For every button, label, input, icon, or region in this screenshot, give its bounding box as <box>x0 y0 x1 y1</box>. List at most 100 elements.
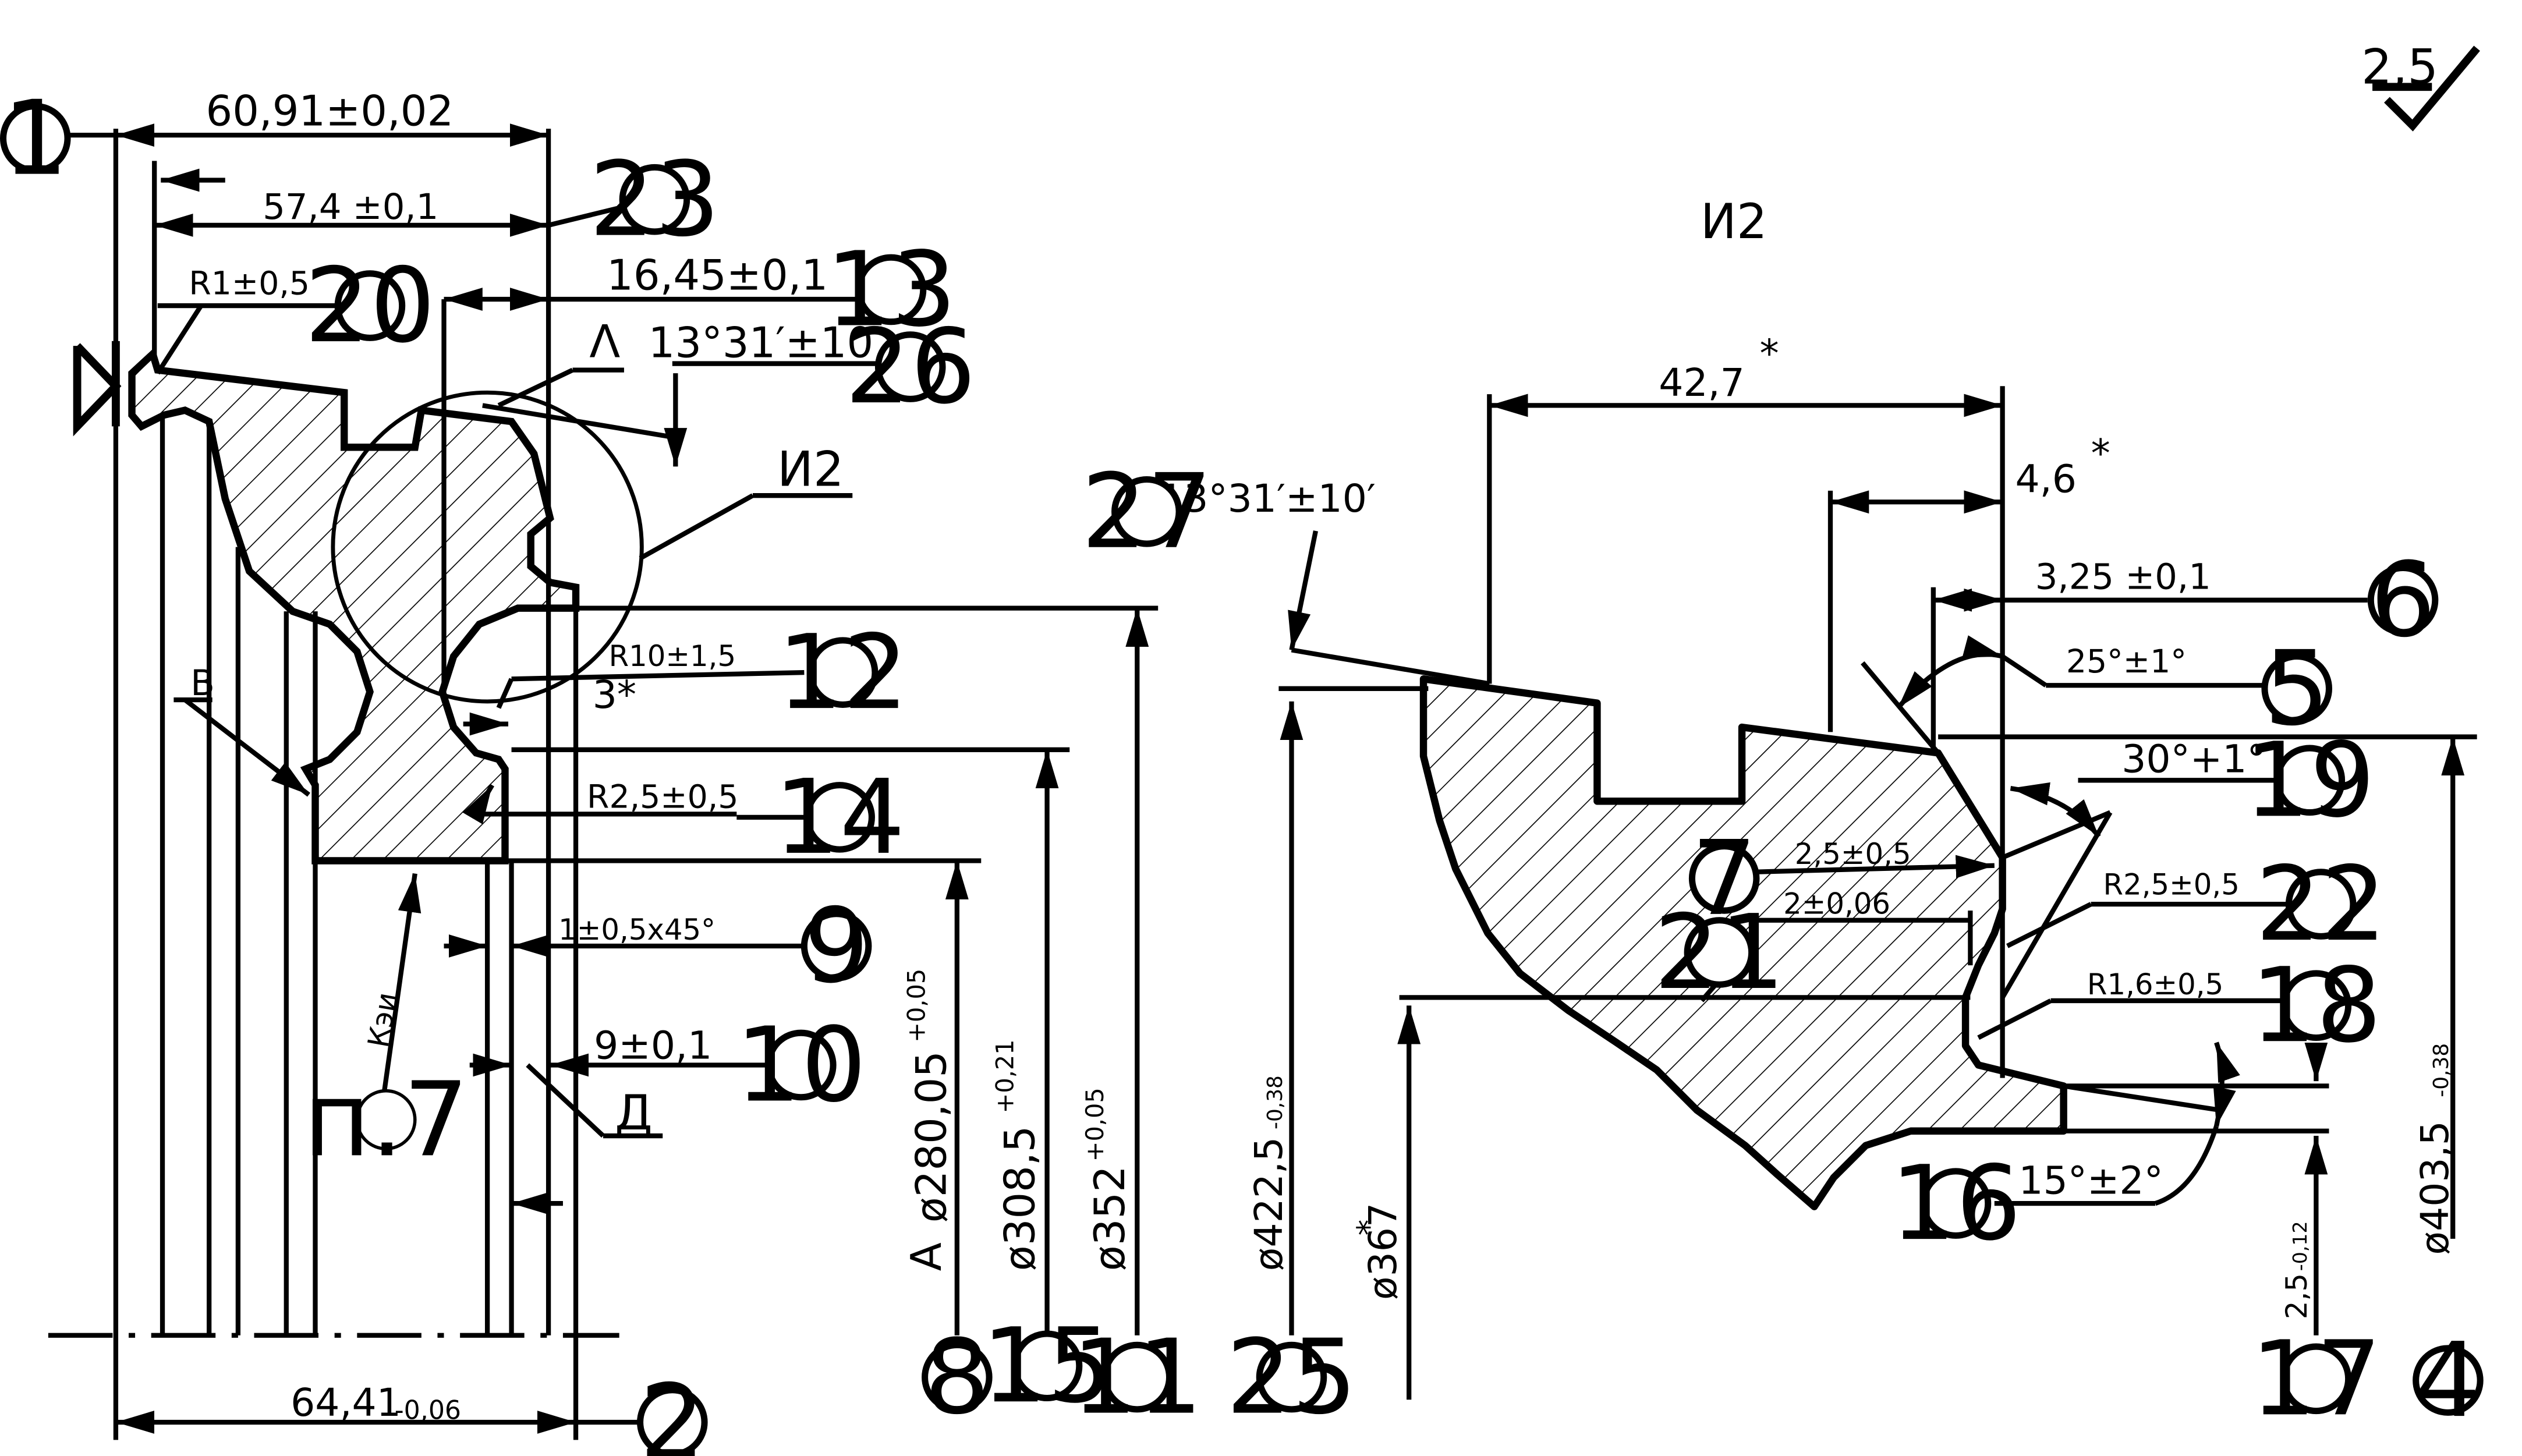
dim-2-006: 2±0,06 <box>1783 887 1890 921</box>
letter-b: В <box>190 663 215 704</box>
bubble-26: 26 <box>845 307 976 427</box>
svg-text:8: 8 <box>925 1317 990 1437</box>
bubble-1: 1 <box>0 79 71 199</box>
bubble-20: 20 <box>304 246 435 366</box>
svg-text:18: 18 <box>2251 945 2382 1065</box>
d352: ø352 <box>1085 1165 1134 1271</box>
bubble-23: 23 <box>589 140 720 260</box>
detail-circle <box>331 390 644 704</box>
d422-tol: -0,38 <box>1263 1075 1287 1129</box>
svg-text:17: 17 <box>2251 1319 2382 1439</box>
view-ref-i2: И2 <box>777 441 844 498</box>
dim-r10: R10±1,5 <box>609 639 736 673</box>
dim-2-5-012: 2,5 <box>2280 1273 2314 1319</box>
dim-4-6: 4,6 <box>2016 456 2077 502</box>
bubble-5: 5 <box>2261 629 2332 749</box>
d280-tol: +0,05 <box>903 969 931 1043</box>
svg-text:14: 14 <box>774 757 905 877</box>
d367: ø367 <box>1360 1203 1405 1300</box>
letter-d: Д <box>615 1085 653 1141</box>
bubble-11: 11 <box>1072 1317 1203 1437</box>
star-367: * <box>1351 1220 1388 1236</box>
d403-tol: -0,38 <box>2429 1043 2453 1097</box>
bubble-22: 22 <box>2255 844 2386 964</box>
d280: ø280,05 <box>907 1051 956 1223</box>
dim-2-5-05: 2,5±0,5 <box>1795 837 1911 871</box>
svg-text:6: 6 <box>2370 540 2435 660</box>
kzi-label: Кэи <box>362 990 405 1050</box>
letter-a: А <box>902 1242 951 1271</box>
letter-l: Λ <box>589 316 620 368</box>
dim-16-45: 16,45±0,1 <box>607 250 828 299</box>
bubble-6: 6 <box>2367 540 2439 660</box>
svg-text:23: 23 <box>589 140 720 260</box>
dim-42-7: 42,7 <box>1659 360 1745 405</box>
d352-tol: +0,05 <box>1081 1087 1109 1161</box>
svg-text:5: 5 <box>2264 629 2329 749</box>
d308: ø308,5 <box>995 1126 1044 1271</box>
dim-60-91: 60,91±0,02 <box>206 87 454 136</box>
r1-6: R1,6±0,5 <box>2087 968 2223 1001</box>
bubble-27: 27 <box>1081 452 1212 572</box>
svg-text:27: 27 <box>1081 452 1212 572</box>
roughness-symbol: 2,5 <box>2361 39 2480 132</box>
right-labels: И2 42,7 * 4,6 * 3,25 ±0,1 13°31′±10′ 25°… <box>1159 193 2457 1319</box>
d308-tol: +0,21 <box>991 1039 1019 1113</box>
angle-13-31-left: 13°31′±10′ <box>649 318 883 367</box>
bubble-15: 15 <box>982 1306 1113 1426</box>
view-title-i2: И2 <box>1701 193 1767 250</box>
svg-text:13: 13 <box>826 229 957 349</box>
r2-5-right: R2,5±0,5 <box>2103 868 2240 902</box>
angle-15: 15°±2° <box>2018 1158 2163 1203</box>
chamfer: 1±0,5x45° <box>558 913 715 947</box>
dim-64-41-tol: -0,06 <box>395 1395 461 1425</box>
svg-text:1: 1 <box>3 79 68 199</box>
bubble-12: 12 <box>777 612 908 732</box>
svg-text:22: 22 <box>2255 844 2386 964</box>
bubble-8: 8 <box>922 1317 993 1437</box>
svg-text:11: 11 <box>1072 1317 1203 1437</box>
bubble-10: 10 <box>735 1005 866 1125</box>
bubble-4: 4 <box>2413 1320 2484 1440</box>
svg-text:20: 20 <box>304 246 435 366</box>
angle-30: 30°+1° <box>2121 736 2266 781</box>
bubble-18: 18 <box>2251 945 2382 1065</box>
bubble-19: 19 <box>2244 720 2375 840</box>
bubble-17: 17 <box>2251 1319 2382 1439</box>
star-4-6: * <box>2091 430 2110 476</box>
dim-9: 9±0,1 <box>594 1022 712 1068</box>
star-42-7: * <box>1759 331 1779 376</box>
svg-text:16: 16 <box>1890 1143 2021 1263</box>
dim-3: 3* <box>593 672 636 717</box>
p7-bubble: п.7 <box>303 1060 469 1179</box>
dim-3-25: 3,25 ±0,1 <box>2035 557 2211 597</box>
svg-text:4: 4 <box>2415 1320 2481 1440</box>
svg-text:12: 12 <box>777 612 908 732</box>
left-labels: 60,91±0,02 57,4 ±0,1 16,45±0,1 R1±0,5 13… <box>189 87 1134 1426</box>
svg-text:19: 19 <box>2244 720 2375 840</box>
bubble-25: 25 <box>1226 1317 1357 1437</box>
callout-bubbles: 1 2 4 5 6 7 8 9 10 11 12 13 14 15 16 17 … <box>0 79 2484 1456</box>
bubble-9: 9 <box>800 886 872 1006</box>
svg-text:п.7: п.7 <box>303 1060 469 1179</box>
svg-text:15: 15 <box>982 1306 1113 1426</box>
svg-text:10: 10 <box>735 1005 866 1125</box>
dim-r1: R1±0,5 <box>189 265 310 303</box>
angle-25: 25°±1° <box>2066 643 2187 681</box>
left-section-profile <box>128 347 580 865</box>
dim-2-5-012-tol: -0,12 <box>2289 1221 2311 1271</box>
bubble-21: 21 <box>1654 892 1785 1012</box>
dim-64-41: 64,41 <box>291 1380 401 1425</box>
dim-57-4: 57,4 ±0,1 <box>263 187 438 228</box>
svg-text:25: 25 <box>1226 1317 1357 1437</box>
dim-r2-5-left: R2,5±0,5 <box>587 778 738 816</box>
svg-text:21: 21 <box>1654 892 1785 1012</box>
angle-13-31-right: 13°31′±10′ <box>1159 476 1376 521</box>
svg-text:9: 9 <box>803 886 869 1006</box>
bubble-2: 2 <box>637 1362 708 1456</box>
bubble-13: 13 <box>826 229 957 349</box>
d422: ø422,5 <box>1246 1137 1291 1271</box>
left-section-view <box>48 123 1159 1440</box>
bubble-14: 14 <box>774 757 905 877</box>
